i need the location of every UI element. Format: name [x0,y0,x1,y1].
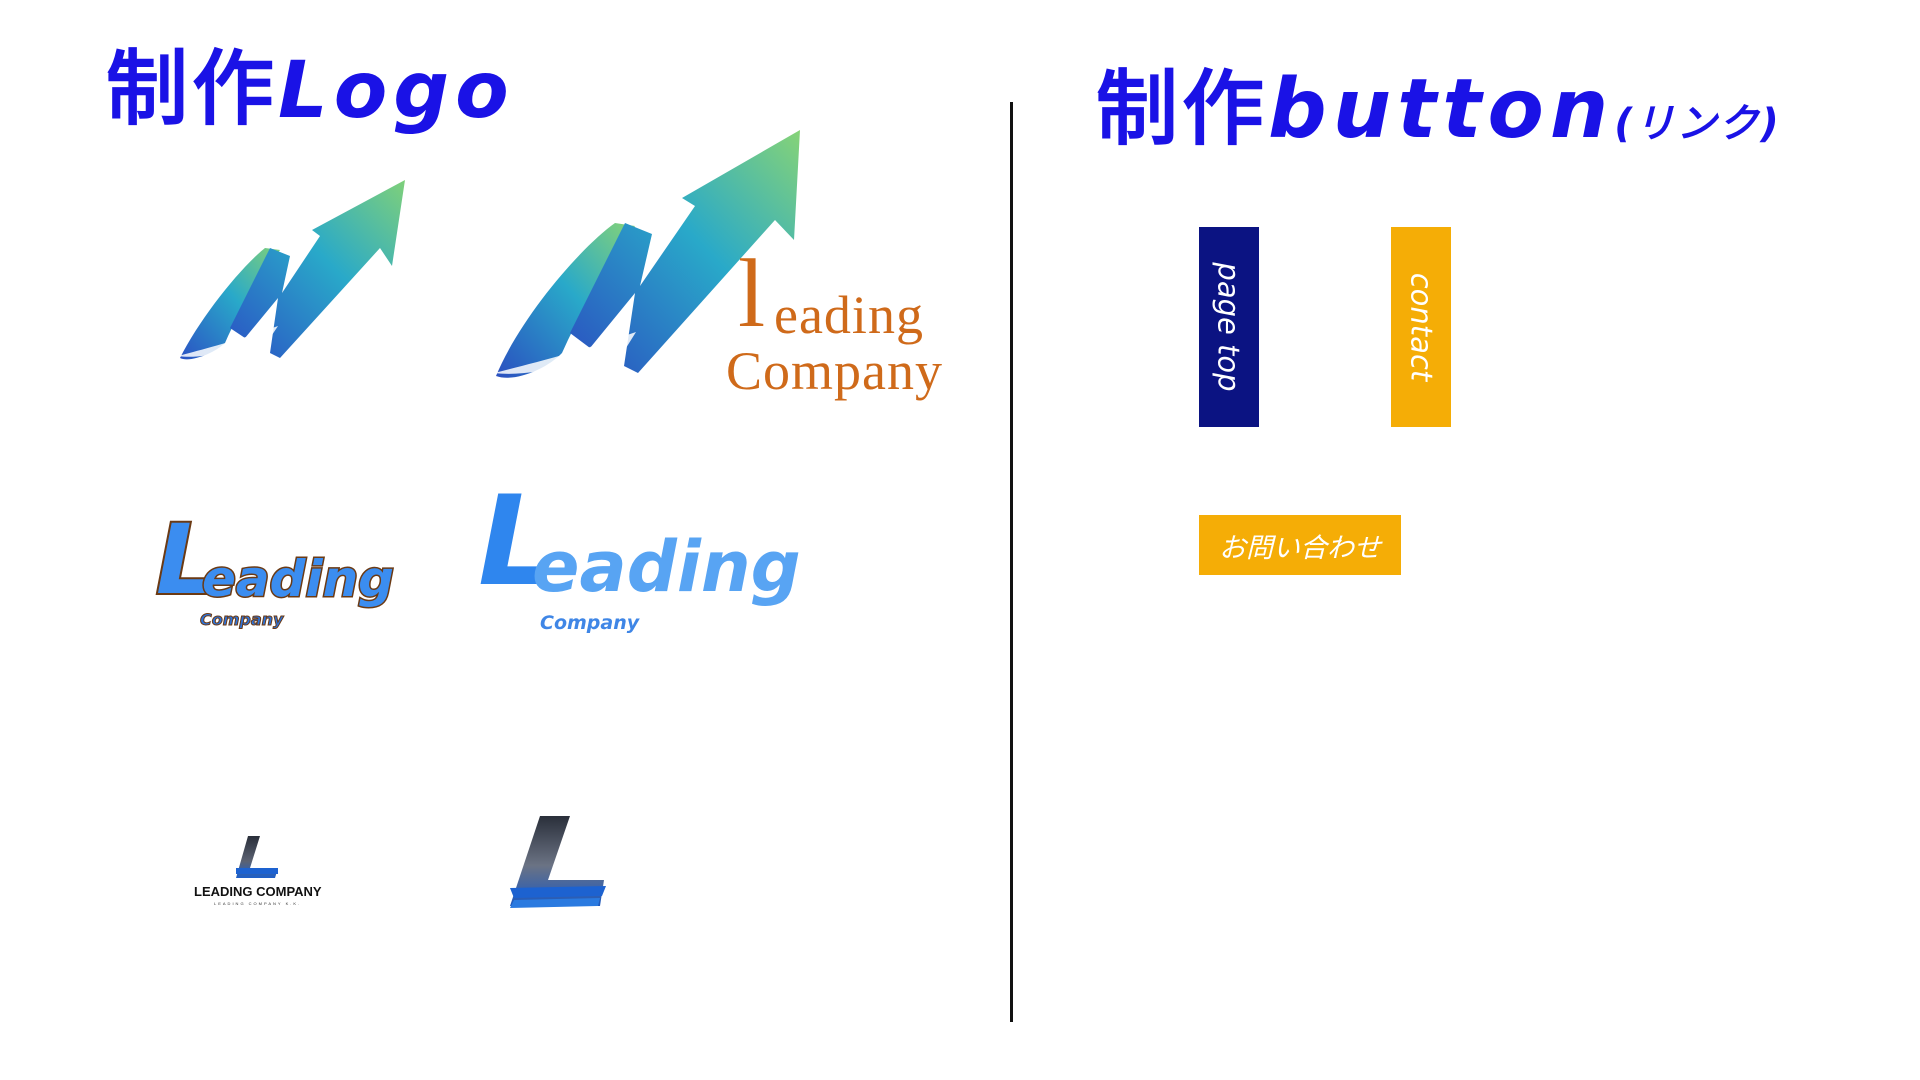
page-top-label: page top [1212,262,1247,392]
logo-text-eading: eading [201,549,396,610]
arrow-logo-icon [178,180,405,360]
inquiry-button[interactable]: お問い合わせ [1199,515,1401,575]
logo-initial-l: L [478,470,558,614]
button-section-heading: 制作button(リンク) [1096,42,1781,161]
heading-latin: Logo [278,46,515,136]
logo-text-eading: eading [532,526,801,608]
logo-text-eading: eading [774,285,924,345]
logo-text-company: Company [726,341,943,401]
logo-arrow-leading-company: l eading Company [490,128,970,401]
logo-arrow-mark [170,178,410,368]
contact-label: contact [1404,272,1438,382]
contact-button[interactable]: contact [1391,227,1451,427]
heading-note: (リンク) [1614,101,1781,147]
logo-leading-outlined: L eading Company [152,502,402,640]
logo-l-mark [508,816,612,912]
section-divider [1010,102,1013,1022]
letter-l-icon [236,836,278,878]
letter-l-icon [510,816,606,908]
heading-kanji: 制作 [1096,62,1269,157]
logo-initial-l: l [738,240,766,348]
page-top-button[interactable]: page top [1199,227,1259,427]
logo-section-heading: 制作Logo [106,22,515,141]
heading-kanji: 制作 [106,42,279,137]
logo-text-name: LEADING COMPANY [194,884,322,899]
logo-leading-company-wordmark: LEADING COMPANY LEADING COMPANY K.K. [188,834,338,914]
heading-latin: button [1268,62,1615,157]
logo-initial-l: L [154,502,219,618]
logo-text-tagline: LEADING COMPANY K.K. [214,901,302,906]
inquiry-label: お問い合わせ [1219,532,1381,564]
logo-text-company: Company [540,612,640,634]
logo-text-company: Company [199,610,284,630]
arrow-logo-icon [494,130,800,378]
logo-leading-gradient: L eading Company [478,470,801,646]
